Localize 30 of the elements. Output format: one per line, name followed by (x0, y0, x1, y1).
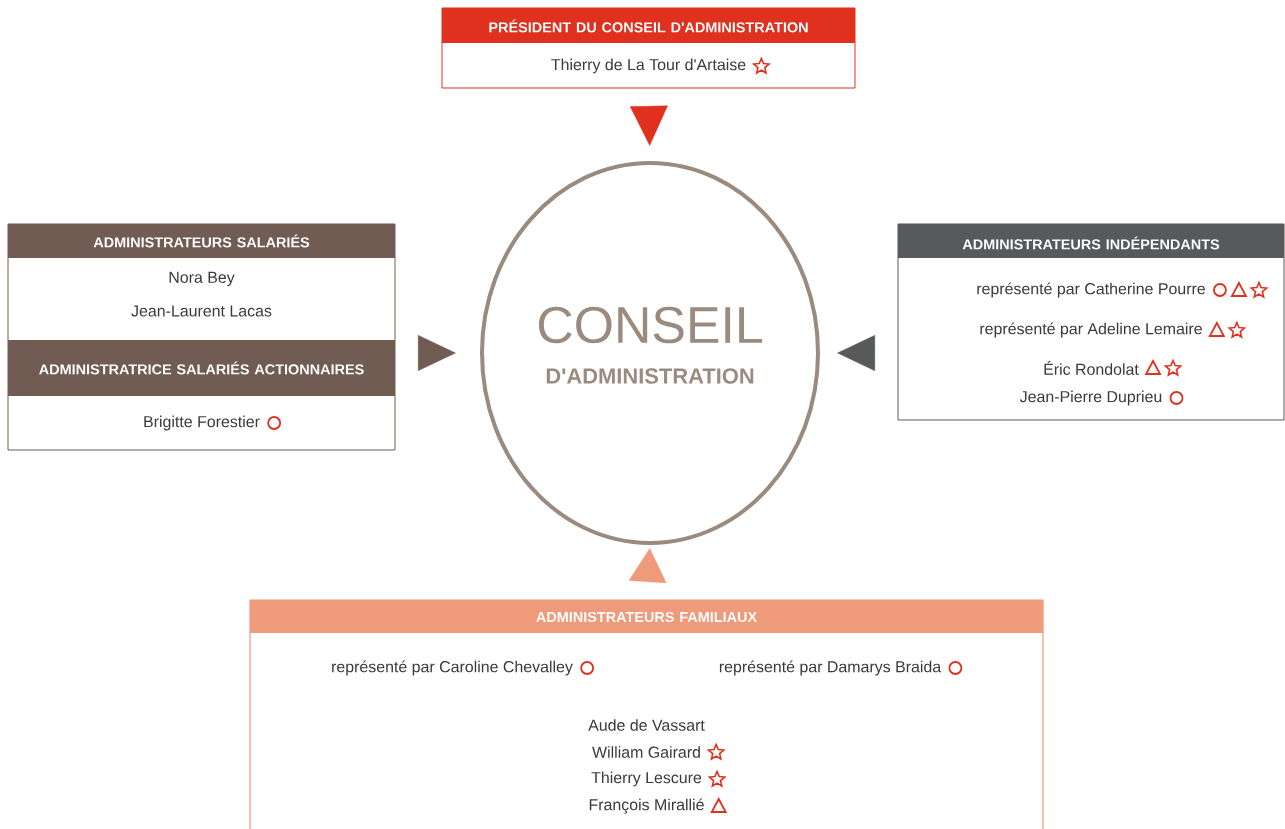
member-name: François Mirallié (589, 798, 704, 814)
card-heading: ADMINISTRATEURS FAMILIAUX (536, 611, 757, 623)
member-card (897, 223, 1285, 421)
card-heading: ADMINISTRATRICE SALARIÉS ACTIONNAIRES (39, 361, 364, 375)
board-title: D'ADMINISTRATION (546, 368, 754, 384)
member-name: Jean-Laurent Lacas (131, 305, 272, 317)
member-name: représenté par Adeline Lemaire (980, 322, 1202, 338)
member-name: Thierry Lescure (591, 771, 702, 787)
member-card (7, 223, 396, 451)
member-name: William Gairard (592, 746, 700, 758)
member-name: représenté par Caroline Chevalley (332, 660, 573, 676)
member-card (249, 599, 1044, 829)
member-name: représenté par Catherine Pourre (977, 282, 1205, 298)
member-name: Brigitte Forestier (144, 415, 260, 431)
member-name: Jean-Pierre Duprieu (1019, 390, 1162, 406)
member-name: Thierry de La Tour d'Artaise (551, 58, 746, 74)
arrow (629, 105, 668, 146)
member-name: représenté par Damarys Braida (719, 660, 942, 676)
member-name: Éric Rondolat (1044, 361, 1139, 375)
arrow (417, 335, 456, 371)
member-name: Nora Bey (169, 271, 235, 287)
arrow (837, 335, 876, 371)
board-circle (480, 161, 820, 545)
card-heading: ADMINISTRATEURS INDÉPENDANTS (962, 236, 1220, 250)
arrow (628, 548, 667, 584)
card-heading: PRÉSIDENT DU CONSEIL D'ADMINISTRATION (489, 19, 808, 33)
board-title: CONSEIL (538, 306, 762, 344)
member-card (441, 7, 856, 89)
card-heading: ADMINISTRATEURS SALARIÉS (93, 234, 310, 248)
member-name: Aude de Vassart (588, 719, 705, 731)
